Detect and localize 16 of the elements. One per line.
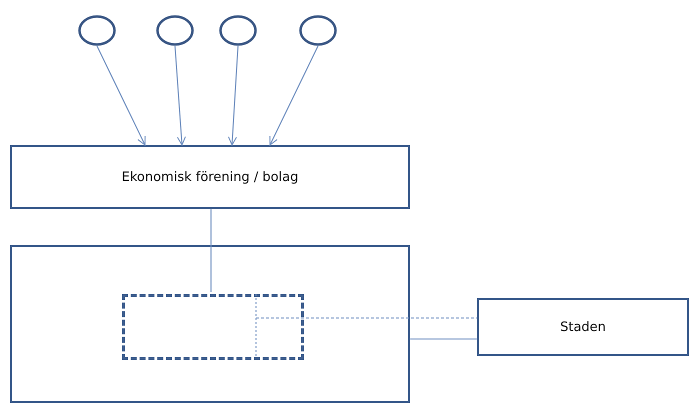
arrow (269, 46, 318, 146)
process-box (10, 145, 410, 209)
dashed-box (122, 294, 304, 360)
box-label: Ekonomisk förening / bolag (122, 170, 298, 184)
arrow (96, 46, 146, 146)
process-box (477, 298, 689, 356)
connector-line (210, 209, 212, 292)
circle-node (78, 15, 116, 46)
connector-line (410, 338, 477, 340)
circle-node (219, 15, 257, 46)
circle-node (156, 15, 194, 46)
container-box (10, 245, 410, 403)
circle-node (299, 15, 337, 46)
arrow (174, 46, 186, 146)
box-label: Staden (560, 320, 606, 334)
arrow (228, 46, 239, 146)
